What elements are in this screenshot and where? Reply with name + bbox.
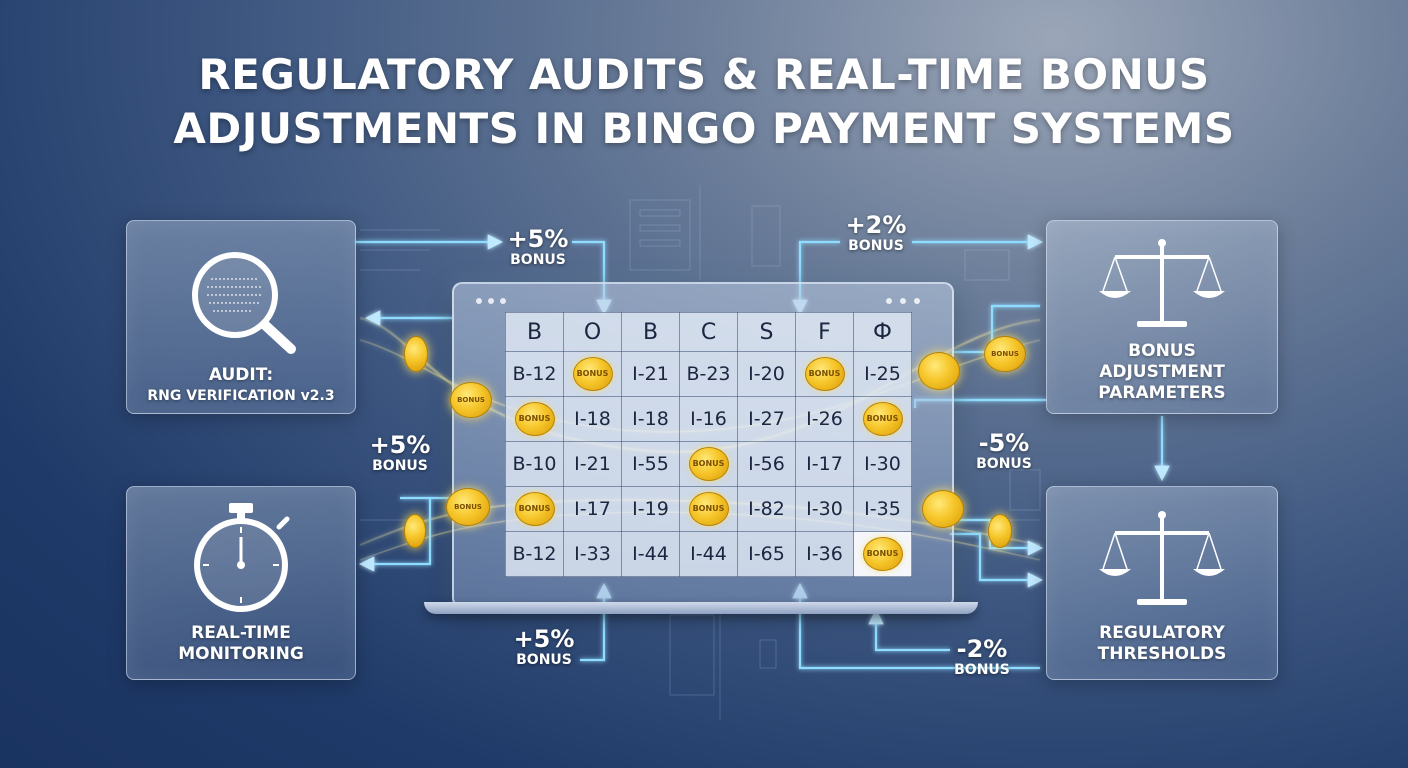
bonus-coin: BONUS: [984, 336, 1026, 372]
bonus-coin: BONUS: [450, 382, 492, 418]
bonus-coin: BONUS: [688, 447, 729, 481]
page-title: REGULATORY AUDITS & REAL-TIME BONUS ADJU…: [0, 48, 1408, 156]
bingo-number-cell: B-12: [505, 531, 564, 577]
bonus-coin: BONUS: [514, 492, 555, 526]
scales-icon: [1099, 511, 1225, 605]
bingo-number-cell: I-17: [795, 441, 854, 487]
bingo-number-cell: I-21: [621, 351, 680, 397]
scales-icon: [1099, 239, 1225, 327]
bonus-tag-mid-right: -5% BONUS: [976, 429, 1032, 472]
bingo-header-row: B O B C S F Ф: [505, 312, 912, 352]
bonus-coin: [918, 352, 960, 390]
window-dot: [886, 298, 892, 304]
bonus-coin: BONUS: [572, 357, 613, 391]
bingo-number-cell: I-44: [679, 531, 738, 577]
bingo-bonus-cell: BONUS: [679, 486, 738, 532]
bingo-number-cell: I-30: [795, 486, 854, 532]
bingo-bonus-cell: BONUS: [505, 396, 564, 442]
stopwatch-icon: [194, 503, 290, 612]
monitoring-panel: REAL-TIME MONITORING: [126, 486, 356, 680]
bonus-coin: [404, 336, 428, 372]
bonus-coin: BONUS: [862, 537, 903, 571]
bonus-coin: BONUS: [804, 357, 845, 391]
bingo-number-cell: I-27: [737, 396, 796, 442]
bingo-number-cell: I-21: [563, 441, 622, 487]
bingo-number-cell: I-18: [621, 396, 680, 442]
bingo-bonus-cell: BONUS: [505, 486, 564, 532]
monitoring-label: REAL-TIME MONITORING: [178, 623, 304, 664]
bonus-params-label: BONUS ADJUSTMENT PARAMETERS: [1098, 341, 1226, 403]
bingo-header: Ф: [853, 312, 912, 352]
bingo-number-cell: I-44: [621, 531, 680, 577]
bingo-header: S: [737, 312, 796, 352]
laptop-base: [424, 602, 978, 614]
bonus-tag-bottom-left: +5% BONUS: [513, 625, 575, 668]
title-line-1: REGULATORY AUDITS & REAL-TIME BONUS: [198, 50, 1210, 99]
bingo-header: F: [795, 312, 854, 352]
bonus-coin: [404, 514, 426, 548]
thresholds-panel: REGULATORY THRESHOLDS: [1046, 486, 1278, 680]
bonus-coin: BONUS: [514, 402, 555, 436]
bonus-tag-top-right: +2% BONUS: [845, 211, 907, 254]
bonus-coin: BONUS: [446, 488, 490, 526]
window-dot: [476, 298, 482, 304]
bingo-number-cell: I-55: [621, 441, 680, 487]
bingo-header: C: [679, 312, 738, 352]
bonus-coin: BONUS: [862, 402, 903, 436]
bonus-coin: [922, 490, 964, 528]
bingo-number-cell: I-17: [563, 486, 622, 532]
bingo-header: B: [621, 312, 680, 352]
bingo-number-cell: I-25: [853, 351, 912, 397]
bingo-number-cell: I-18: [563, 396, 622, 442]
window-dot: [900, 298, 906, 304]
bingo-header: B: [505, 312, 564, 352]
bingo-number-cell: I-16: [679, 396, 738, 442]
bingo-number-cell: I-82: [737, 486, 796, 532]
bingo-bonus-cell: BONUS: [853, 531, 912, 577]
bonus-coin: [988, 514, 1012, 548]
bonus-tag-mid-left: +5% BONUS: [369, 431, 431, 474]
title-line-2: ADJUSTMENTS IN BINGO PAYMENT SYSTEMS: [173, 104, 1235, 153]
bingo-number-cell: I-20: [737, 351, 796, 397]
bonus-tag-top-left: +5% BONUS: [507, 225, 569, 268]
thresholds-label: REGULATORY THRESHOLDS: [1097, 623, 1227, 664]
bingo-number-cell: I-33: [563, 531, 622, 577]
bingo-number-cell: I-35: [853, 486, 912, 532]
bonus-coin: BONUS: [688, 492, 729, 526]
bonus-params-panel: BONUS ADJUSTMENT PARAMETERS: [1046, 220, 1278, 414]
bingo-bonus-cell: BONUS: [795, 351, 854, 397]
window-dot: [500, 298, 506, 304]
window-dot: [914, 298, 920, 304]
bingo-number-cell: I-65: [737, 531, 796, 577]
bingo-header: O: [563, 312, 622, 352]
magnifier-icon: [192, 252, 296, 354]
bingo-number-cell: I-36: [795, 531, 854, 577]
bingo-number-cell: B-10: [505, 441, 564, 487]
bingo-number-cell: I-26: [795, 396, 854, 442]
audit-panel: AUDIT: RNG VERIFICATION v2.3: [126, 220, 356, 414]
window-dot: [488, 298, 494, 304]
bingo-number-cell: B-12: [505, 351, 564, 397]
bingo-number-cell: B-23: [679, 351, 738, 397]
bingo-number-cell: I-56: [737, 441, 796, 487]
bingo-number-cell: I-19: [621, 486, 680, 532]
bingo-bonus-cell: BONUS: [853, 396, 912, 442]
audit-label: AUDIT: RNG VERIFICATION v2.3: [147, 365, 335, 404]
bingo-number-cell: I-30: [853, 441, 912, 487]
circuit-decoration: [360, 185, 1041, 720]
bingo-bonus-cell: BONUS: [679, 441, 738, 487]
bonus-tag-bottom-right: -2% BONUS: [954, 635, 1010, 678]
bingo-bonus-cell: BONUS: [563, 351, 622, 397]
